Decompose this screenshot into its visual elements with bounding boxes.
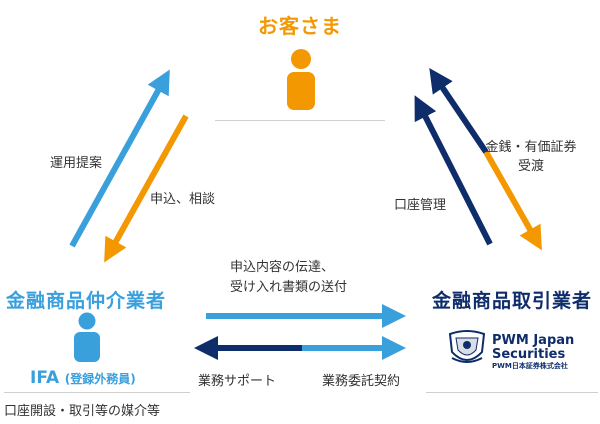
customer-person-icon	[287, 49, 315, 110]
transfer-label: 申込内容の伝達、 受け入れ書類の送付	[230, 258, 347, 298]
customer-title: お客さま	[258, 14, 342, 38]
customer-divider	[215, 120, 385, 121]
transfer-label-line2: 受け入れ書類の送付	[230, 280, 348, 295]
logo-line3: PWM日本証券株式会社	[492, 362, 568, 370]
ifa-name-sub: (登録外務員)	[64, 372, 136, 386]
broker-divider	[426, 392, 598, 393]
transfer-label-line1: 申込内容の伝達、	[230, 260, 335, 275]
account-management-arrow	[414, 95, 493, 246]
logo-crest-icon	[448, 330, 486, 363]
proposal-arrow	[69, 69, 170, 248]
ifa-name-main: IFA	[30, 368, 60, 388]
support-label: 業務サポート	[198, 374, 277, 389]
logo-line1: PWM Japan	[492, 333, 575, 348]
ifa-description: 口座開設・取引等の媒介等	[4, 404, 161, 419]
broker-logo-text: PWM Japan Securities PWM日本証券株式会社	[492, 334, 574, 370]
ifa-divider	[4, 392, 190, 393]
money-securities-arrow	[429, 68, 542, 251]
contract-label: 業務委託契約	[322, 374, 401, 389]
ifa-name: IFA (登録外務員)	[30, 368, 136, 388]
application-label: 申込、相談	[150, 192, 216, 207]
account-management-label: 口座管理	[394, 198, 447, 213]
broker-title: 金融商品取引業者	[432, 290, 593, 312]
proposal-label: 運用提案	[50, 156, 103, 171]
logo-line2: Securities	[492, 347, 566, 362]
application-arrow	[104, 114, 189, 263]
money-securities-label: 金銭・有価証券 受渡	[466, 136, 596, 174]
ifa-title: 金融商品仲介業者	[6, 290, 167, 312]
money-securities-label-line2: 受渡	[517, 159, 544, 174]
ifa-person-icon	[74, 312, 100, 362]
money-securities-label-line1: 金銭・有価証券	[485, 140, 577, 155]
